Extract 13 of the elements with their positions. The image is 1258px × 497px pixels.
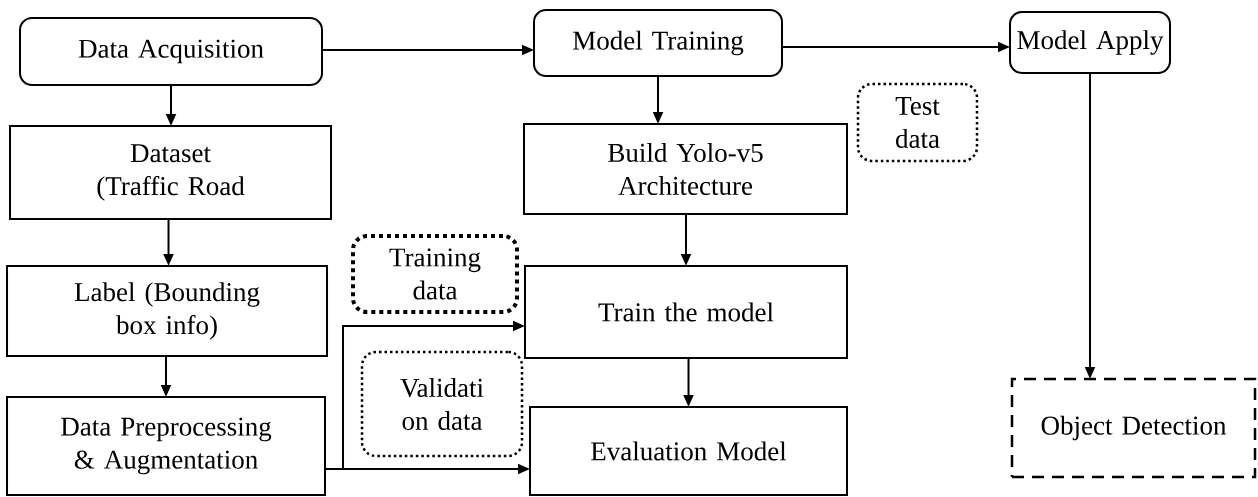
data-box: Test data [856,82,979,163]
process-box: Data Acquisition [19,17,323,86]
process-box: Data Preprocessing & Augmentation [6,396,326,496]
data-box: Validati on data [360,350,524,458]
process-box: Build Yolo-v5 Architecture [523,123,848,215]
process-box: Model Training [533,9,783,77]
process-box: Dataset (Traffic Road [9,125,332,220]
process-box: Evaluation Model [529,406,848,496]
process-box: Label (Bounding box info) [6,265,328,357]
output-box: Object Detection [1010,377,1257,479]
process-box: Train the model [524,265,848,359]
process-box: Model Apply [1009,11,1171,74]
data-box: Training data [351,234,519,314]
